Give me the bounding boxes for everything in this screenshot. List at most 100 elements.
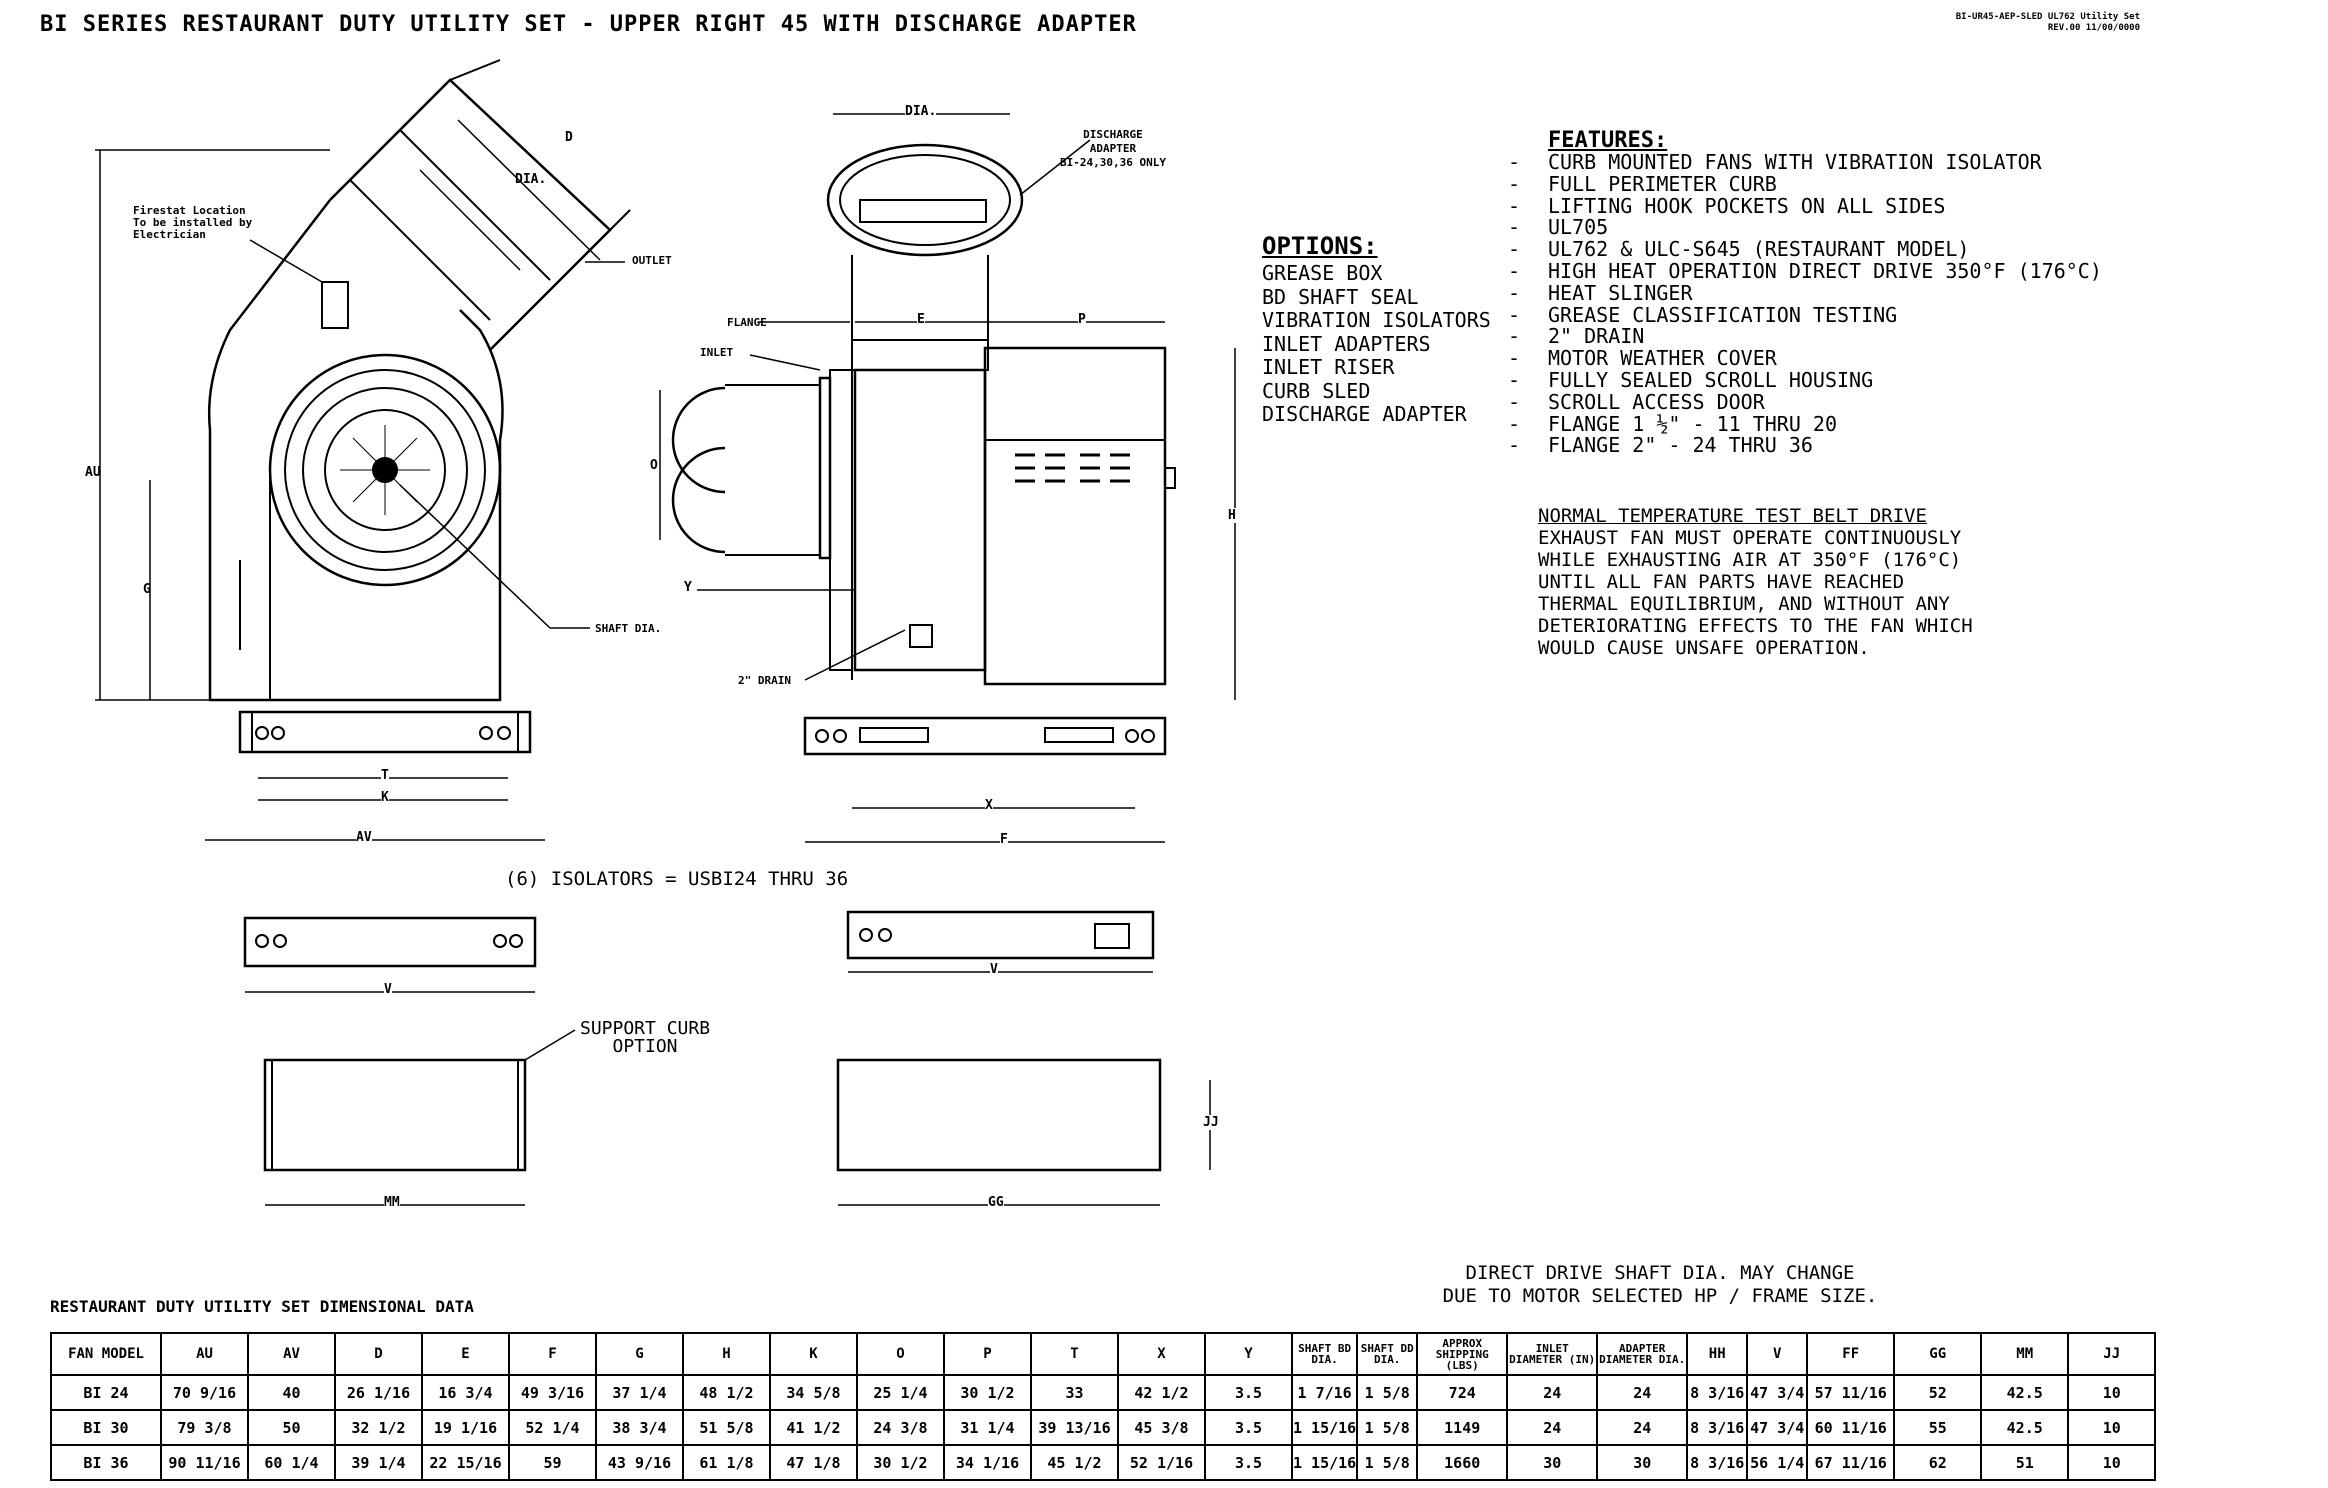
feature-item: FLANGE 2" - 24 THRU 36 bbox=[1548, 433, 1813, 458]
front-view bbox=[659, 113, 1236, 843]
curb-views bbox=[263, 1029, 1211, 1206]
table-cell: 8 3/16 bbox=[1686, 1444, 1749, 1481]
table-cell: 39 1/4 bbox=[334, 1444, 423, 1481]
table-cell: 31 1/4 bbox=[943, 1409, 1032, 1446]
table-cell: 24 bbox=[1506, 1409, 1599, 1446]
table-header: X bbox=[1117, 1332, 1206, 1376]
label-y: Y bbox=[684, 580, 692, 595]
table-header: GG bbox=[1893, 1332, 1983, 1376]
feature-item: GREASE CLASSIFICATION TESTING bbox=[1548, 302, 1898, 327]
label-flange: FLANGE bbox=[727, 316, 767, 329]
table-cell: 8 3/16 bbox=[1686, 1374, 1749, 1411]
label-v-right: V bbox=[990, 962, 998, 977]
option-item: CURB SLED bbox=[1262, 378, 1371, 403]
document-id: BI-UR45-AEP-SLED UL762 Utility Set REV.0… bbox=[1890, 12, 2140, 34]
table-header: FAN MODEL bbox=[50, 1332, 162, 1376]
table-cell: 47 1/8 bbox=[769, 1444, 858, 1481]
table-cell: 1149 bbox=[1416, 1409, 1509, 1446]
label-drain: 2" DRAIN bbox=[738, 674, 791, 687]
document-id-line1: BI-UR45-AEP-SLED UL762 Utility Set bbox=[1955, 12, 2140, 22]
table-cell: 1 5/8 bbox=[1356, 1374, 1419, 1411]
label-g: G bbox=[143, 582, 151, 597]
table-cell: 3.5 bbox=[1204, 1444, 1293, 1481]
table-header: K bbox=[769, 1332, 858, 1376]
label-v-left: V bbox=[384, 982, 392, 997]
table-cell: 42.5 bbox=[1980, 1409, 2070, 1446]
table-cell: 34 1/16 bbox=[943, 1444, 1032, 1481]
table-header: E bbox=[421, 1332, 510, 1376]
table-cell: 24 3/8 bbox=[856, 1409, 945, 1446]
feature-item: MOTOR WEATHER COVER bbox=[1548, 346, 1777, 371]
note-line: WOULD CAUSE UNSAFE OPERATION. bbox=[1538, 637, 1870, 659]
label-gg: GG bbox=[988, 1195, 1004, 1210]
dimensional-data-table: FAN MODEL AU AV D E F G H K O P T X Y SH… bbox=[50, 1332, 2157, 1481]
option-item: GREASE BOX bbox=[1262, 261, 1383, 285]
table-cell: 1660 bbox=[1416, 1444, 1509, 1481]
table-cell: 34 5/8 bbox=[769, 1374, 858, 1411]
table-header: Y bbox=[1204, 1332, 1293, 1376]
label-shaft-dia: SHAFT DIA. bbox=[595, 622, 662, 635]
isolators-views bbox=[243, 910, 1155, 993]
shaft-note: DIRECT DRIVE SHAFT DIA. MAY CHANGE DUE T… bbox=[1300, 1262, 2020, 1308]
table-header: HH bbox=[1686, 1332, 1749, 1376]
table-cell: BI 30 bbox=[50, 1409, 162, 1446]
shaft-note-line: DUE TO MOTOR SELECTED HP / FRAME SIZE. bbox=[1442, 1285, 1878, 1307]
label-jj: JJ bbox=[1203, 1115, 1219, 1130]
table-cell: 3.5 bbox=[1204, 1409, 1293, 1446]
table-cell: 47 3/4 bbox=[1746, 1409, 1809, 1446]
feature-item: FULLY SEALED SCROLL HOUSING bbox=[1548, 367, 1874, 392]
table-cell: 40 bbox=[247, 1374, 336, 1411]
option-item: INLET ADAPTERS bbox=[1262, 331, 1431, 356]
table-cell: 50 bbox=[247, 1409, 336, 1446]
table-cell: 24 bbox=[1596, 1409, 1689, 1446]
table-cell: 10 bbox=[2067, 1409, 2157, 1446]
table-cell: 1 5/8 bbox=[1356, 1444, 1419, 1481]
table-cell: 25 1/4 bbox=[856, 1374, 945, 1411]
isolators-note: (6) ISOLATORS = USBI24 THRU 36 bbox=[505, 868, 849, 890]
table-cell: 32 1/2 bbox=[334, 1409, 423, 1446]
table-cell: 24 bbox=[1596, 1374, 1689, 1411]
drawing-title: BI SERIES RESTAURANT DUTY UTILITY SET - … bbox=[40, 12, 1137, 37]
temperature-note: NORMAL TEMPERATURE TEST BELT DRIVE EXHAU… bbox=[1538, 505, 1973, 659]
table-cell: 79 3/8 bbox=[160, 1409, 249, 1446]
table-header: SHAFT BD DIA. bbox=[1290, 1332, 1359, 1376]
label-au: AU bbox=[85, 465, 101, 480]
table-header: G bbox=[595, 1332, 684, 1376]
feature-item: CURB MOUNTED FANS WITH VIBRATION ISOLATO… bbox=[1548, 150, 2042, 174]
label-t: T bbox=[381, 768, 389, 783]
table-header: INLET DIAMETER (IN) bbox=[1506, 1332, 1599, 1376]
label-e: E bbox=[917, 312, 925, 327]
document-id-line2: REV.00 11/00/0000 bbox=[2047, 23, 2140, 33]
table-cell: 39 13/16 bbox=[1030, 1409, 1119, 1446]
label-f: F bbox=[1000, 832, 1008, 847]
label-outlet: OUTLET bbox=[632, 254, 672, 267]
table-header: ADAPTER DIAMETER DIA. bbox=[1596, 1332, 1689, 1376]
table-caption: RESTAURANT DUTY UTILITY SET DIMENSIONAL … bbox=[50, 1297, 474, 1316]
label-p: P bbox=[1078, 312, 1086, 327]
features-list: -CURB MOUNTED FANS WITH VIBRATION ISOLAT… bbox=[1508, 150, 2102, 458]
note-line: WHILE EXHAUSTING AIR AT 350°F (176°C) bbox=[1538, 549, 1962, 571]
shaft-note-line: DIRECT DRIVE SHAFT DIA. MAY CHANGE bbox=[1465, 1262, 1855, 1284]
table-header: P bbox=[943, 1332, 1032, 1376]
table-cell: 1 5/8 bbox=[1356, 1409, 1419, 1446]
table-cell: 1 15/16 bbox=[1290, 1444, 1359, 1481]
option-item: BD SHAFT SEAL bbox=[1262, 284, 1419, 309]
label-o: O bbox=[650, 458, 658, 473]
options-heading: OPTIONS: bbox=[1262, 232, 1378, 260]
table-cell: 16 3/4 bbox=[421, 1374, 510, 1411]
label-firestat: Firestat Location To be installed by Ele… bbox=[133, 204, 253, 241]
label-side-dia: DIA. bbox=[515, 172, 547, 187]
table-cell: 19 1/16 bbox=[421, 1409, 510, 1446]
table-cell: 30 1/2 bbox=[943, 1374, 1032, 1411]
table-cell: 10 bbox=[2067, 1374, 2157, 1411]
table-cell: 47 3/4 bbox=[1746, 1374, 1809, 1411]
table-cell: 51 bbox=[1980, 1444, 2070, 1481]
table-cell: 10 bbox=[2067, 1444, 2157, 1481]
table-cell: 67 11/16 bbox=[1806, 1444, 1896, 1481]
table-header: AU bbox=[160, 1332, 249, 1376]
